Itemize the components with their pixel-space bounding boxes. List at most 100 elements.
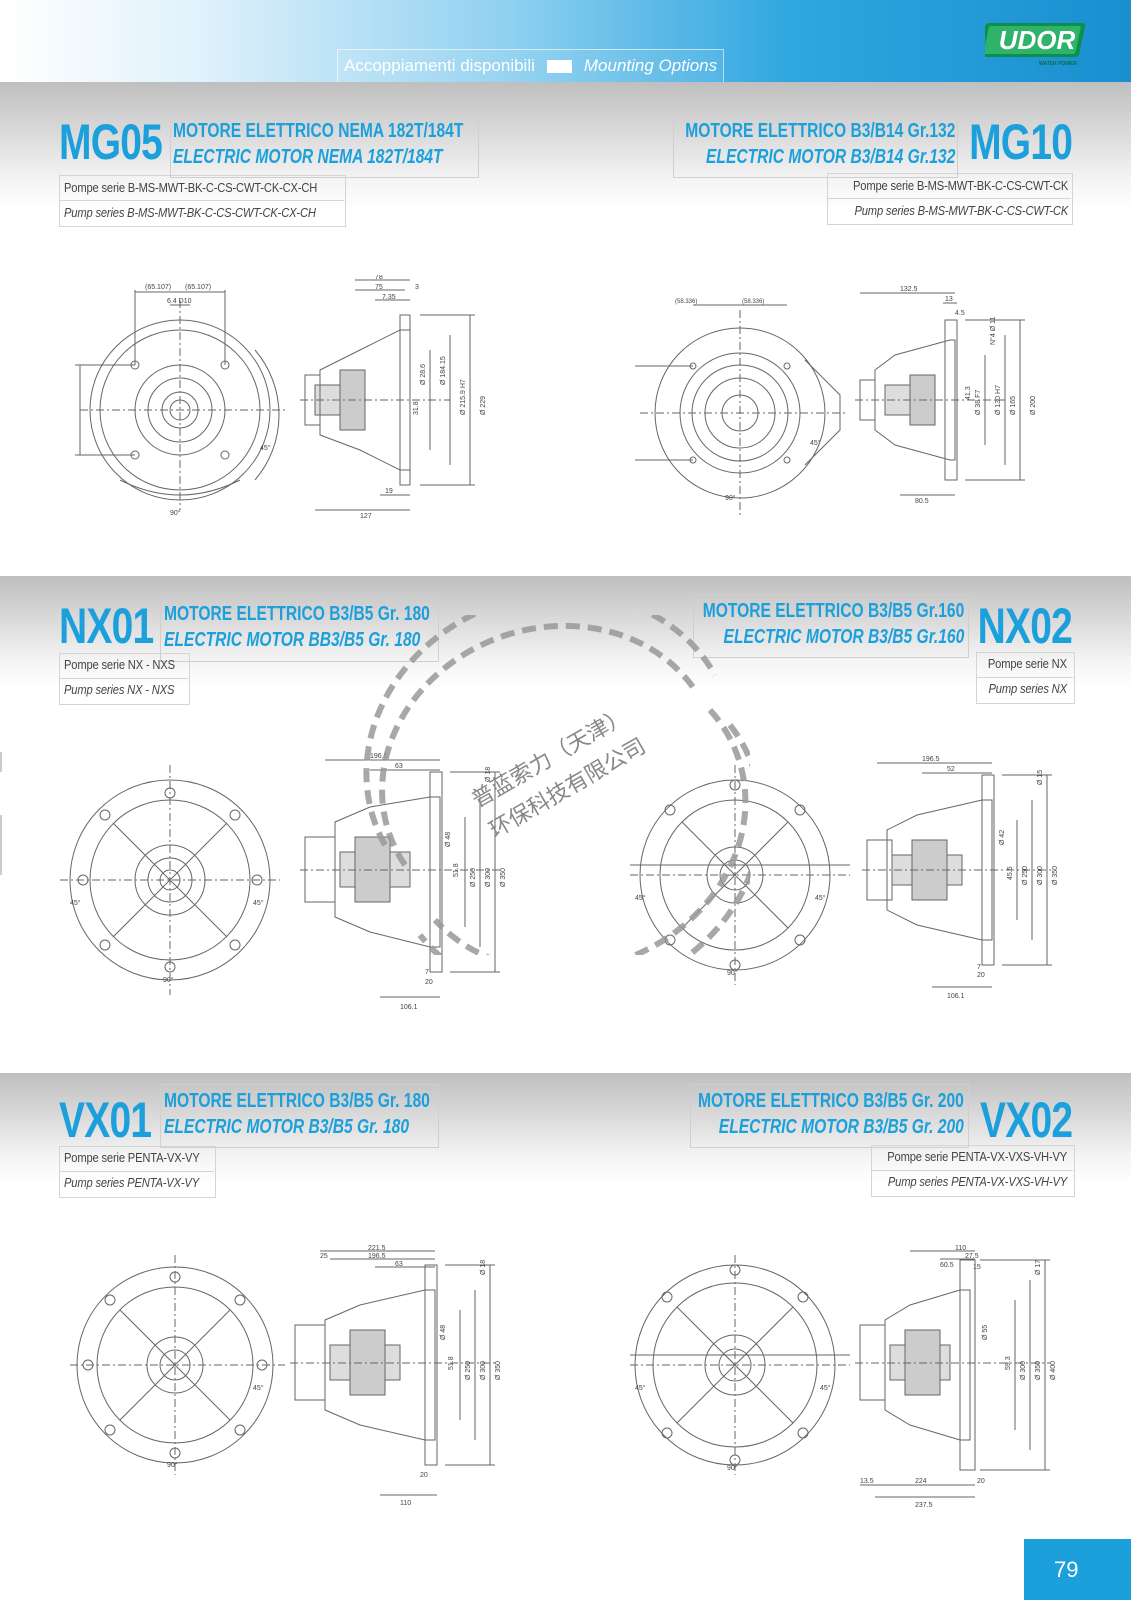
mg10-front-view: (58.336) (58.336) 90° 45° — [635, 299, 845, 515]
motor-title-italian: MOTORE ELETTRICO B3/B5 Gr. 200 — [698, 1090, 964, 1112]
udor-logo: UDOR WATER POWER — [985, 23, 1086, 67]
pump-series-italian: Pompe serie B-MS-MWT-BK-C-CS-CWT-CK — [852, 178, 1068, 193]
dim-label: 75 — [375, 284, 383, 291]
dim-label: 60.5 — [940, 1262, 954, 1269]
dim-label: 59.3 — [1005, 1356, 1012, 1370]
dim-label: Ø 350 — [1035, 1361, 1042, 1380]
dim-label: 63 — [395, 1261, 403, 1268]
dim-label: Ø 18 — [485, 767, 492, 782]
motor-title-mg05: MOTORE ELETTRICO NEMA 182T/184T ELECTRIC… — [173, 118, 463, 170]
dim-label: 45° — [70, 899, 81, 907]
motor-title-italian: MOTORE ELETTRICO B3/B5 Gr. 180 — [164, 1090, 430, 1112]
mg10-side-view: 132.5 13 4.5 80.5 Ø 200 Ø 165 Ø 130 H7 Ø… — [855, 286, 1037, 505]
section-code-mg10: MG10 — [968, 114, 1073, 170]
dim-label: (65.107) — [185, 284, 211, 291]
motor-title-box — [160, 598, 439, 662]
dim-label: 90° — [163, 976, 174, 984]
dim-label: 45° — [260, 444, 271, 452]
motor-title-english: ELECTRIC MOTOR B3/B5 Gr. 200 — [718, 1116, 964, 1138]
pump-series-nx02: Pompe serie NX Pump series NX — [988, 651, 1067, 701]
pump-series-vx01: Pompe serie PENTA-VX-VY Pump series PENT… — [64, 1145, 200, 1195]
dim-label: Ø 400 — [1050, 1361, 1057, 1380]
dim-label: Ø 165 — [1010, 396, 1017, 415]
tab-italian[interactable]: Accoppiamenti disponibili — [344, 56, 535, 75]
dim-label: 90° — [727, 969, 738, 977]
motor-title-box — [673, 114, 958, 178]
left-margin-mark — [0, 752, 2, 772]
dim-label: Ø 130 H7 — [995, 385, 1002, 415]
dim-label: Ø 300 — [1020, 1361, 1027, 1380]
band-row-1 — [0, 82, 1131, 212]
dim-label: Ø 55 — [982, 1325, 989, 1340]
dim-label: Ø 48 — [445, 832, 452, 847]
dim-label: Ø 229 — [480, 396, 487, 415]
dim-label: 45° — [810, 439, 821, 447]
dim-label: 90° — [170, 509, 181, 517]
pump-series-box — [976, 652, 1075, 704]
dim-label: Ø 200 — [1030, 396, 1037, 415]
dim-label: 7 — [977, 964, 981, 971]
dim-label: N°4 Ø 11 — [989, 317, 997, 345]
motor-title-vx01: MOTORE ELETTRICO B3/B5 Gr. 180 ELECTRIC … — [164, 1088, 430, 1140]
dim-label: 20 — [977, 1478, 985, 1485]
nx01-side-view: 196.5 63 106.1 20 7 Ø 18 Ø 350 Ø 300 Ø 2… — [300, 753, 507, 1011]
separator-square-icon — [546, 59, 572, 73]
vx01-front-view: 90° 45° — [70, 1255, 285, 1475]
divider — [59, 678, 188, 679]
motor-title-box — [170, 114, 479, 178]
dim-label: 4.5 — [955, 310, 965, 317]
dim-label: Ø 250 — [1022, 866, 1029, 885]
section-code-nx01: NX01 — [59, 598, 154, 654]
divider — [976, 677, 1073, 678]
dim-label: 45° — [635, 1384, 646, 1392]
dim-label: Ø 350 — [495, 1361, 502, 1380]
dim-label: 45° — [820, 1384, 831, 1392]
divider — [59, 1171, 214, 1172]
page-number: 79 — [1024, 1539, 1131, 1600]
divider — [871, 1170, 1073, 1171]
motor-title-box — [693, 594, 969, 658]
pump-series-mg10: Pompe serie B-MS-MWT-BK-C-CS-CWT-CK Pump… — [853, 173, 1068, 223]
dim-label: (58.336) — [742, 299, 764, 305]
motor-title-italian: MOTORE ELETTRICO B3/B5 Gr. 180 — [164, 603, 430, 625]
dim-label: Ø 42 — [999, 830, 1006, 845]
dim-label: 224 — [915, 1478, 927, 1485]
dim-label: Ø 18 — [480, 1260, 487, 1275]
pump-series-box — [59, 175, 346, 227]
dim-label: Ø 28.6 — [420, 364, 427, 385]
logo-sub: WATER POWER — [1039, 61, 1077, 67]
band-row-3 — [0, 1073, 1131, 1183]
dim-label: 45.5 — [1007, 866, 1014, 880]
motor-title-english: ELECTRIC MOTOR B3/B14 Gr.132 — [705, 146, 955, 168]
section-code-vx02: VX02 — [979, 1092, 1073, 1148]
dim-label: 132.5 — [900, 286, 918, 293]
section-code-nx02: NX02 — [977, 598, 1073, 654]
dim-label: 45° — [635, 894, 646, 902]
motor-title-box — [160, 1084, 439, 1148]
dim-label: Ø 350 — [1052, 866, 1059, 885]
vx01-side-view: 221.5 196.5 25 63 110 20 Ø 18 Ø 350 Ø 30… — [290, 1245, 502, 1507]
dim-label: 80.5 — [915, 498, 929, 505]
dim-label: Ø 38 F7 — [975, 390, 982, 415]
motor-title-italian: MOTORE ELETTRICO B3/B14 Gr.132 — [684, 120, 955, 142]
dim-label: 78 — [375, 275, 383, 281]
pump-series-english: Pump series PENTA-VX-VY — [64, 1175, 200, 1190]
dim-label: 90° — [725, 494, 736, 502]
dim-label: 110 — [400, 1500, 411, 1507]
dim-label: 63 — [395, 763, 403, 770]
dim-label: 13.5 — [860, 1478, 874, 1485]
dim-label: 106.1 — [947, 993, 965, 1000]
dim-label: 45° — [253, 899, 264, 907]
pump-series-italian: Pompe serie B-MS-MWT-BK-C-CS-CWT-CK-CX-C… — [64, 180, 318, 195]
pump-series-nx01: Pompe serie NX - NXS Pump series NX - NX… — [64, 652, 175, 702]
pump-series-english: Pump series PENTA-VX-VXS-VH-VY — [887, 1174, 1067, 1189]
dim-label: Ø 350 — [500, 868, 507, 887]
dim-label: 7.35 — [382, 294, 396, 301]
logo-text: UDOR — [999, 25, 1076, 55]
vx02-front-view: 90° 45° 45° — [630, 1255, 850, 1475]
nx01-front-view: 90° 45° 45° — [60, 765, 280, 995]
tab-english[interactable]: Mounting Options — [583, 56, 718, 75]
dim-label: 196.5 — [370, 753, 388, 760]
dim-label: 31.8 — [413, 401, 420, 415]
dim-label: 19 — [385, 488, 393, 495]
